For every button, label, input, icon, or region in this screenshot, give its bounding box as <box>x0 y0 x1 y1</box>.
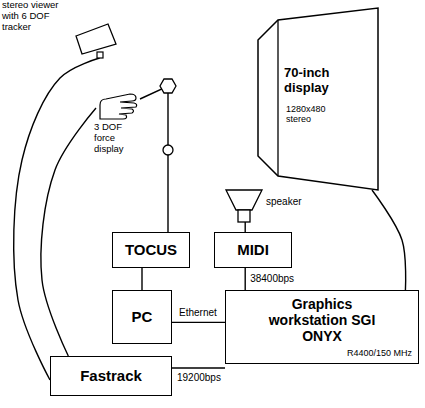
display-screen: 70-inch display 1280x480 stereo <box>258 8 378 190</box>
display-screen-outline <box>258 8 378 190</box>
force-display-outline <box>96 90 140 120</box>
node-label: MIDI <box>237 241 269 258</box>
node-label: PC <box>132 308 153 325</box>
connector-line <box>244 222 245 232</box>
node-label: speaker <box>266 196 302 208</box>
device-box: PC <box>112 290 172 344</box>
connector-line <box>140 86 168 232</box>
device-box: MIDI <box>214 232 292 268</box>
speaker-symbol-outline <box>226 190 262 222</box>
connector-line <box>172 367 225 368</box>
speaker-symbol: speaker <box>226 190 262 222</box>
stereo-viewer-outline <box>72 22 118 58</box>
connector-line <box>172 322 225 323</box>
force-display: 3 DOF force display <box>96 90 140 120</box>
edge-label: 19200bps <box>176 372 222 384</box>
stereo-viewer: stereo viewer with 6 DOF tracker <box>72 22 118 58</box>
node-label: stereo viewer with 6 DOF tracker <box>2 0 70 33</box>
node-label: TOCUS <box>125 241 177 258</box>
connector-line <box>14 58 100 380</box>
connector-line <box>141 268 142 290</box>
node-label: Graphics workstation SGI ONYX <box>267 296 377 344</box>
device-box: TOCUS <box>112 232 190 268</box>
node-sublabel: R4400/150 MHz <box>347 348 412 358</box>
node-label: Fastrack <box>80 367 142 384</box>
edge-label: 38400bps <box>249 273 295 285</box>
arm-joint <box>160 79 176 93</box>
node-sublabel: 1280x480 stereo <box>286 104 336 125</box>
connector-line <box>244 268 245 290</box>
workstation-box: Graphics workstation SGI ONYX R4400/150 M… <box>225 290 419 364</box>
node-label: 70-inch display <box>284 66 374 96</box>
node-label: 3 DOF force display <box>94 122 138 155</box>
arm-joint <box>163 145 173 155</box>
connector-line <box>372 190 406 290</box>
connector-line <box>41 108 96 356</box>
device-box: Fastrack <box>50 356 172 396</box>
edge-label: Ethernet <box>178 307 218 319</box>
